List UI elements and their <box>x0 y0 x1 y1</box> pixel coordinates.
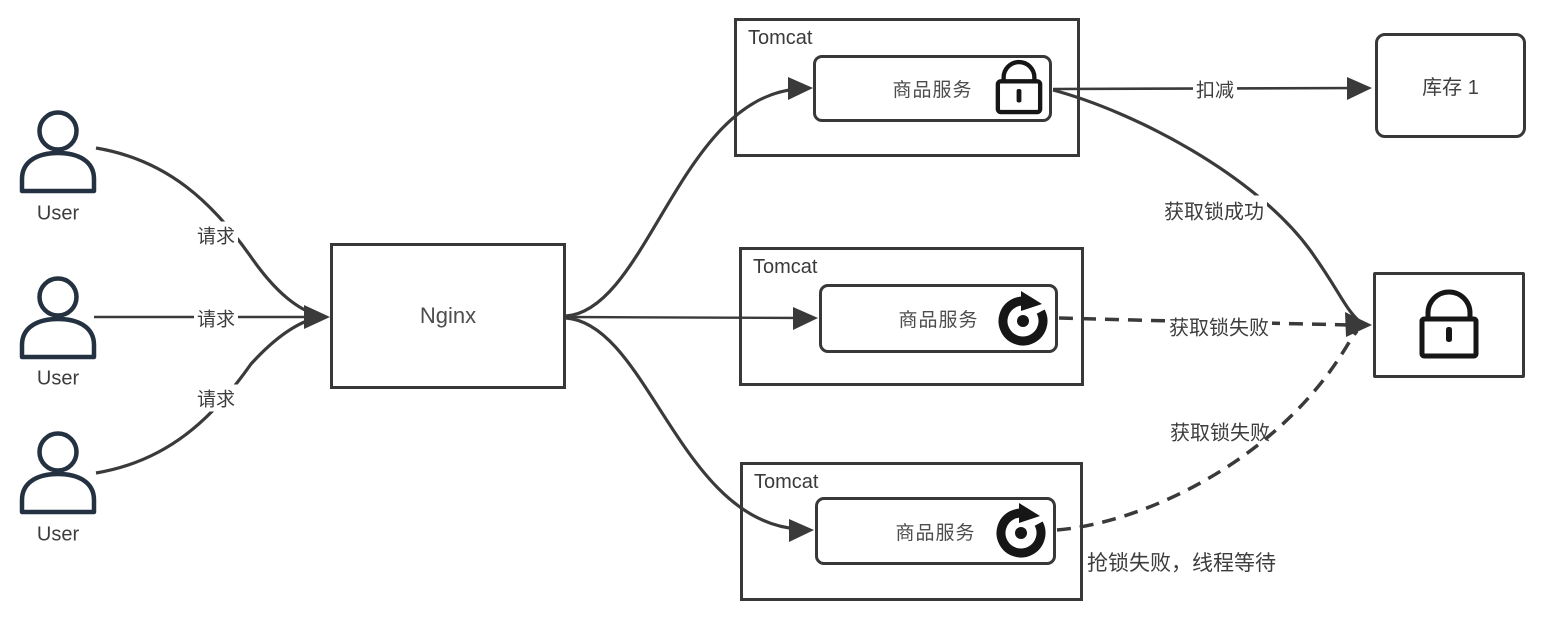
user-icon <box>22 279 94 358</box>
arrow-nginx-tomcat3 <box>565 316 800 531</box>
lock-icon <box>1419 289 1479 359</box>
arrowhead-lock <box>1345 312 1372 337</box>
arrowhead-tomcat3 <box>789 519 814 542</box>
user3-label: User <box>36 523 80 546</box>
service1-node: 商品服务 <box>813 55 1052 122</box>
lock-wait-label: 抢锁失败，线程等待 <box>1087 552 1276 575</box>
service2-node: 商品服务 <box>819 284 1058 353</box>
service3-label: 商品服务 <box>895 522 976 544</box>
service2-label: 商品服务 <box>898 310 979 331</box>
request-label-1: 请求 <box>193 221 239 249</box>
service3-node: 商品服务 <box>815 497 1056 565</box>
nginx-label: Nginx <box>419 303 477 328</box>
service1-label: 商品服务 <box>892 80 973 101</box>
inventory-label: 库存 1 <box>1422 77 1479 99</box>
user2-label: User <box>36 367 80 390</box>
arrowhead-tomcat2 <box>793 307 818 330</box>
request-label-3: 请求 <box>193 384 239 412</box>
lock-success-label: 获取锁成功 <box>1161 195 1267 225</box>
arrow-nginx-tomcat1 <box>565 87 800 318</box>
lock-node <box>1373 272 1525 378</box>
arrow-lock-fail-mid <box>1058 316 1351 327</box>
user-icon <box>22 113 94 192</box>
arrow-user3-nginx <box>95 315 325 475</box>
user1-label: User <box>36 202 80 225</box>
lock-fail-bottom-label: 获取锁失败 <box>1170 422 1270 445</box>
arrowhead-inventory <box>1347 77 1372 100</box>
arrow-lock-fail-bottom <box>1056 329 1359 532</box>
nginx-node: Nginx <box>330 243 566 389</box>
retry-icon <box>998 290 1048 345</box>
tomcat2-title: Tomcat <box>753 256 818 278</box>
request-label-2: 请求 <box>193 304 239 332</box>
deduct-label: 扣减 <box>1192 75 1238 103</box>
arrowhead-into-nginx <box>304 305 330 329</box>
arrow-user1-nginx <box>95 146 325 318</box>
inventory-node: 库存 1 <box>1375 33 1526 138</box>
tomcat2-container: Tomcat <box>739 247 1084 386</box>
tomcat3-title: Tomcat <box>754 471 819 493</box>
tomcat3-container: Tomcat <box>740 462 1083 601</box>
arrowhead-tomcat1 <box>788 77 813 100</box>
lock-fail-mid-label: 获取锁失败 <box>1166 311 1272 341</box>
arrow-lock-success <box>1052 88 1361 323</box>
user-icon <box>22 434 94 513</box>
tomcat1-title: Tomcat <box>748 27 813 49</box>
retry-icon <box>996 503 1046 558</box>
arrow-nginx-tomcat2 <box>565 315 812 320</box>
tomcat1-container: Tomcat <box>734 18 1080 157</box>
lock-icon <box>995 59 1043 114</box>
